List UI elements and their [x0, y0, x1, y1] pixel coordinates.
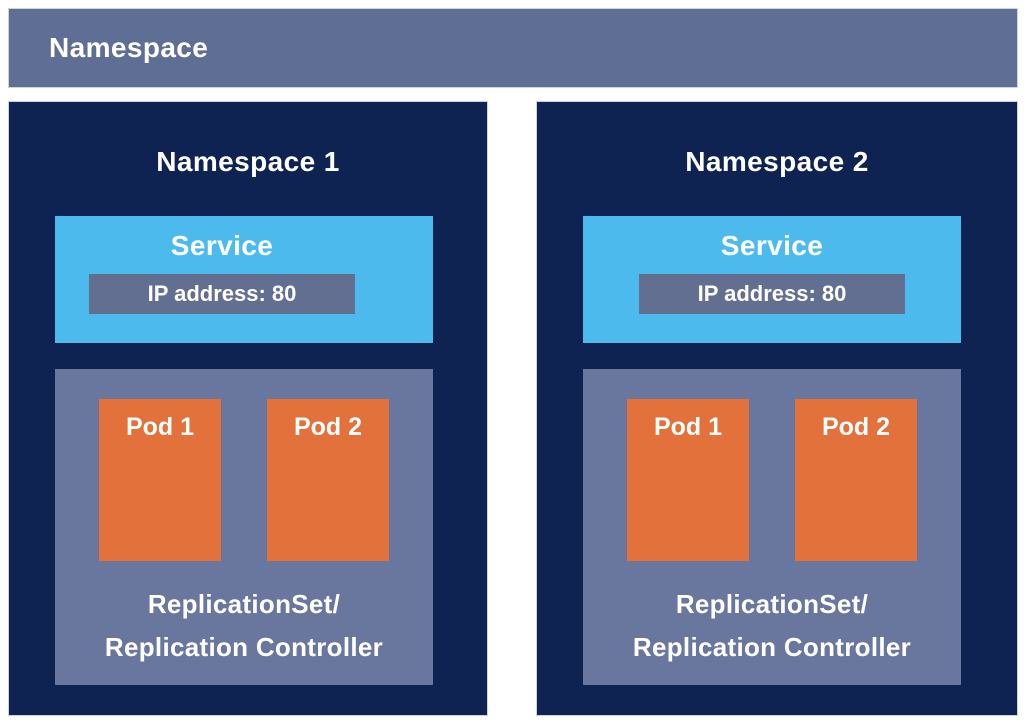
namespace-2-service-box: Service IP address: 80	[583, 216, 961, 343]
namespace-1-service-content: Service IP address: 80	[33, 216, 411, 314]
namespace-1-service-label: Service	[170, 230, 274, 261]
namespace-2-service-content: Service IP address: 80	[583, 216, 961, 314]
namespace-2-title: Namespace 2	[685, 146, 869, 177]
namespace-1-pod-2-box: Pod 2	[267, 399, 389, 561]
namespace-1-panel: Namespace 1 Service IP address: 80 Pod 1…	[8, 101, 488, 716]
namespace-1-title: Namespace 1	[156, 146, 340, 177]
namespace-2-panel: Namespace 2 Service IP address: 80 Pod 1…	[536, 101, 1018, 716]
namespace-2-pod-2-label: Pod 2	[821, 413, 891, 441]
namespace-1-ip-address-label: IP address: 80	[147, 281, 297, 306]
namespace-2-pods-row: Pod 1 Pod 2	[583, 369, 961, 561]
namespace-1-service-box: Service IP address: 80	[55, 216, 433, 343]
namespace-1-pod-1-box: Pod 1	[99, 399, 221, 561]
namespace-2-ip-address-label: IP address: 80	[697, 281, 847, 306]
replication-controller-label-line-2: Replication Controller	[104, 632, 384, 662]
namespace-2-pod-1-label: Pod 1	[653, 413, 723, 441]
replication-controller-label-line-1: ReplicationSet/	[675, 589, 869, 619]
namespace-1-ip-address-box: IP address: 80	[89, 274, 355, 314]
replication-controller-label-line-1: ReplicationSet/	[147, 589, 341, 619]
namespace-2-ip-address-box: IP address: 80	[639, 274, 905, 314]
namespace-1-replication-controller-box: Pod 1 Pod 2 ReplicationSet/ Replication …	[55, 369, 433, 685]
namespace-1-pod-1-label: Pod 1	[125, 413, 195, 441]
namespace-1-pod-2-label: Pod 2	[293, 413, 363, 441]
namespace-2-pod-2-box: Pod 2	[795, 399, 917, 561]
namespace-1-pods-row: Pod 1 Pod 2	[55, 369, 433, 561]
namespace-2-pod-1-box: Pod 1	[627, 399, 749, 561]
namespace-1-replication-controller-label: ReplicationSet/ Replication Controller	[55, 583, 433, 669]
namespace-2-replication-controller-label: ReplicationSet/ Replication Controller	[583, 583, 961, 669]
namespace-header-bar: Namespace	[8, 8, 1018, 88]
namespace-2-replication-controller-box: Pod 1 Pod 2 ReplicationSet/ Replication …	[583, 369, 961, 685]
replication-controller-label-line-2: Replication Controller	[632, 632, 912, 662]
namespace-header-label: Namespace	[49, 32, 209, 63]
namespace-2-service-label: Service	[720, 230, 824, 261]
